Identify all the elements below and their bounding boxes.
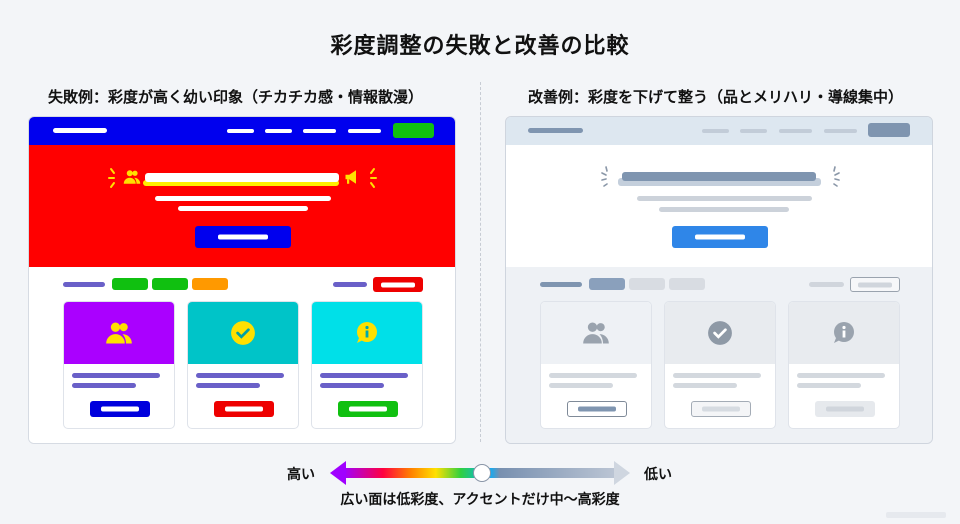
sparkle-icon xyxy=(108,168,115,188)
mock-brand xyxy=(528,128,583,133)
mock-content xyxy=(29,267,455,443)
mock-nav-cta xyxy=(868,123,910,137)
mock-card xyxy=(664,301,776,429)
check-circle-icon xyxy=(231,321,255,345)
users-icon xyxy=(123,170,141,184)
mock-brand xyxy=(53,128,107,133)
mock-card xyxy=(187,301,299,429)
mock-sort-label xyxy=(809,282,844,287)
scale-knob xyxy=(473,464,491,482)
mock-nav-link xyxy=(227,129,254,133)
mock-hero-line xyxy=(155,196,331,201)
mock-filter-tag xyxy=(629,278,665,290)
sparkle-icon xyxy=(370,168,377,188)
mock-card xyxy=(788,301,900,429)
bad-example-heading: 失敗例：彩度が高く幼い印象（チカチカ感・情報散漫） xyxy=(48,88,424,106)
good-example-mockup xyxy=(505,116,933,444)
mock-sort-button xyxy=(373,277,423,292)
arrow-left-icon xyxy=(330,461,346,485)
scale-caption: 広い面は低彩度、アクセントだけ中〜高彩度 xyxy=(340,492,620,508)
mock-hero-button xyxy=(195,226,291,248)
good-example-heading: 改善例：彩度を下げて整う（品とメリハリ・導線集中） xyxy=(528,88,904,106)
mock-hero xyxy=(29,145,455,267)
mock-nav-link xyxy=(702,129,729,133)
users-icon xyxy=(106,322,132,344)
mock-hero-title xyxy=(145,173,339,182)
sparkle-icon xyxy=(601,166,608,187)
megaphone-icon xyxy=(345,170,356,184)
arrow-right-icon xyxy=(614,461,630,485)
center-divider xyxy=(480,82,481,442)
users-icon xyxy=(583,322,609,344)
scale-high-label: 高い xyxy=(287,467,315,483)
mock-filter-tag xyxy=(669,278,705,290)
mock-filter-tag xyxy=(152,278,188,290)
mock-nav-link xyxy=(740,129,767,133)
mock-nav-link xyxy=(303,129,336,133)
scale-low-label: 低い xyxy=(644,467,672,483)
check-circle-icon xyxy=(708,321,732,345)
mock-filter-label xyxy=(63,282,105,287)
mock-hero-line xyxy=(659,207,789,212)
mock-hero-button xyxy=(672,226,768,248)
mock-content xyxy=(506,267,932,443)
mock-nav-link xyxy=(265,129,292,133)
mock-sort-button xyxy=(850,277,900,292)
page-title: 彩度調整の失敗と改善の比較 xyxy=(330,34,630,59)
watermark xyxy=(886,512,946,518)
mock-card xyxy=(540,301,652,429)
mock-hero-title-shadow xyxy=(618,178,821,186)
mock-card xyxy=(311,301,423,429)
mock-sort-label xyxy=(333,282,367,287)
mock-hero xyxy=(506,145,932,267)
sparkle-icon xyxy=(833,166,840,187)
mock-hero-title-underline xyxy=(143,180,339,186)
mock-filter-tag xyxy=(112,278,148,290)
mock-nav-cta xyxy=(393,123,434,138)
mock-nav-link xyxy=(824,129,857,133)
mock-filter-tag xyxy=(192,278,228,290)
bad-example-mockup xyxy=(28,116,456,444)
mock-nav-link xyxy=(348,129,381,133)
mock-card xyxy=(63,301,175,429)
mock-hero-title xyxy=(622,172,816,181)
mock-nav-bar xyxy=(506,117,932,145)
mock-hero-line xyxy=(637,196,812,201)
info-bubble-icon xyxy=(834,322,854,343)
mock-hero-line xyxy=(178,206,308,211)
mock-filter-label xyxy=(540,282,582,287)
mock-nav-link xyxy=(779,129,812,133)
mock-nav-bar xyxy=(29,117,455,145)
info-bubble-icon xyxy=(357,322,377,343)
saturation-scale xyxy=(330,461,630,485)
mock-filter-tag xyxy=(589,278,625,290)
